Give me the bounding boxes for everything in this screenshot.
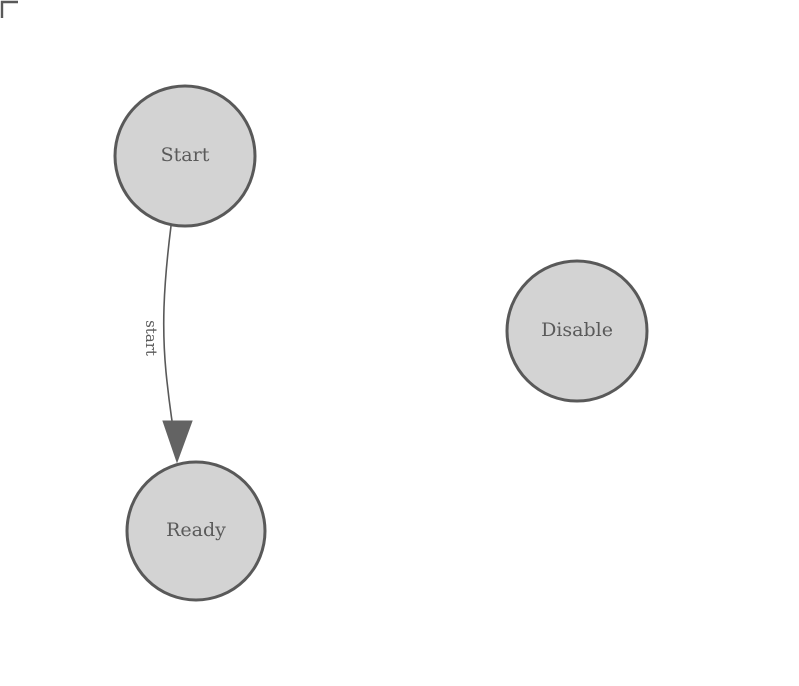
node-disable-label: Disable — [541, 319, 613, 341]
edge-start-to-ready-label: start — [142, 320, 160, 356]
node-start[interactable]: Start — [113, 84, 257, 228]
node-ready-label: Ready — [166, 519, 226, 541]
node-start-circle[interactable] — [113, 84, 257, 228]
node-disable-circle[interactable] — [505, 259, 649, 403]
top-left-corner-bracket-icon — [0, 0, 18, 18]
node-ready[interactable]: Ready — [125, 460, 267, 602]
edge-start-to-ready[interactable]: start — [142, 225, 193, 464]
node-ready-circle[interactable] — [125, 460, 267, 602]
node-start-label: Start — [161, 144, 210, 166]
edge-start-to-ready-arrowhead-icon — [162, 420, 193, 464]
edge-start-to-ready-path — [162, 225, 178, 453]
node-disable[interactable]: Disable — [505, 259, 649, 403]
